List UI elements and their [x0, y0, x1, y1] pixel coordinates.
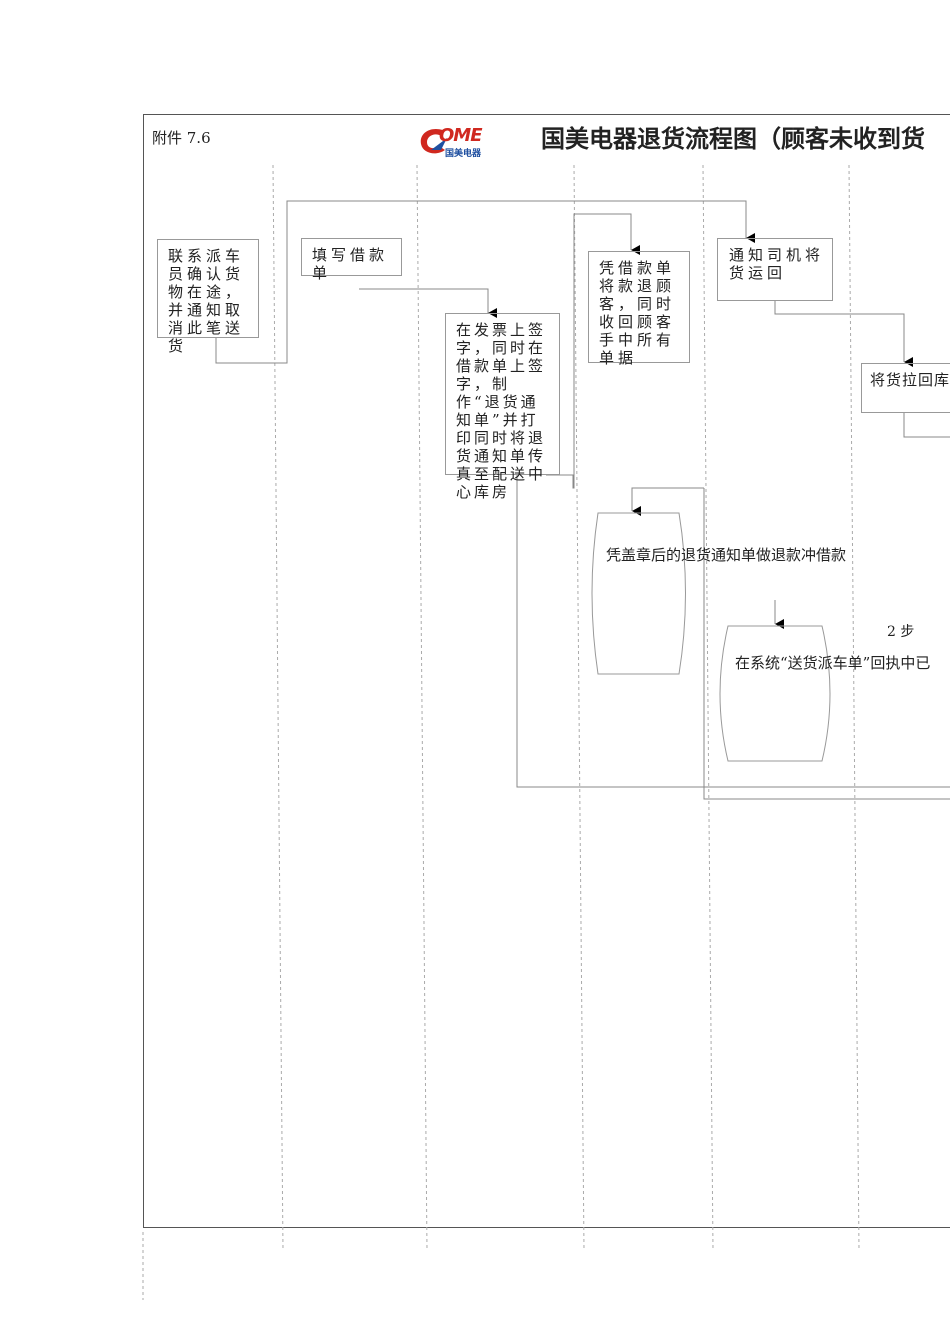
gome-logo: OME 国美电器	[417, 124, 489, 160]
logo-text: OME	[439, 125, 483, 146]
diagram-frame	[143, 114, 950, 1228]
pull-back-text: 将货拉回库房	[870, 371, 950, 389]
refund-with-loan-box	[588, 251, 690, 363]
contact-logistics-text: 联系派车员确认货物在途，并通知取消此笔送货	[168, 247, 245, 355]
attachment-label: 附件 7.6	[152, 129, 211, 147]
gome-logo-icon	[420, 128, 447, 154]
notify-driver-box	[717, 238, 833, 301]
fill-loan-box	[301, 238, 402, 276]
logo-subtext: 国美电器	[445, 149, 482, 159]
notify-driver-text: 通知司机将货运回	[729, 246, 825, 282]
sign-invoice-box	[445, 313, 560, 475]
system-receipt-text: 在系统“送货派车单”回执中已	[735, 654, 931, 672]
lane-dividers	[142, 164, 860, 1300]
pull-back-box	[861, 363, 950, 413]
offset-loan-shape	[591, 512, 686, 675]
refund-with-loan-text: 凭借款单将款退顾客，同时收回顾客手中所有单据	[599, 259, 676, 367]
contact-logistics-box	[157, 239, 259, 338]
step-count-label: 2 步	[887, 624, 915, 640]
offset-loan-text: 凭盖章后的退货通知单做退款冲借款	[606, 546, 847, 564]
system-receipt-shape	[719, 625, 831, 762]
fill-loan-text: 填写借款单	[312, 246, 389, 282]
page-title: 国美电器退货流程图（顾客未收到货	[541, 124, 925, 153]
sign-invoice-text: 在发票上签字，同时在借款单上签字，制作“退货通知单”并打印同时将退货通知单传真至…	[456, 321, 547, 501]
